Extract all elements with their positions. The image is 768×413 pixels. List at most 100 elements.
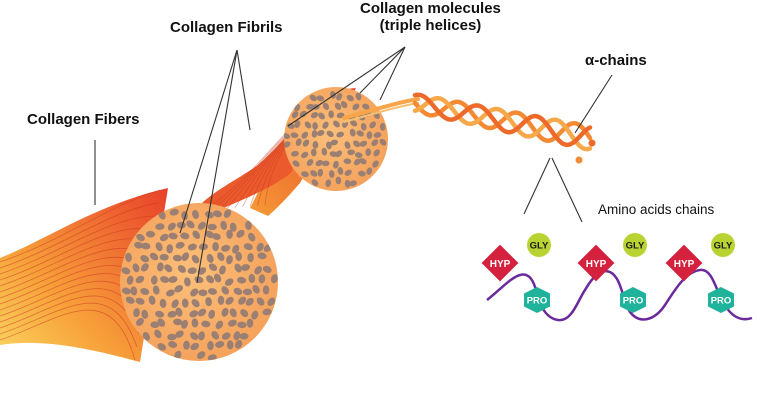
fibril-dot [355,92,362,101]
pointer-fibril-1 [179,49,238,234]
fibril-dot [248,273,256,284]
fibril-dot [258,274,266,284]
hyp-diamond: HYP [665,244,703,282]
fibril-dot [301,171,309,178]
fibril-dot [238,296,247,305]
fibril-dot [242,288,253,296]
fibril-dot [206,253,214,263]
fibril-dot [208,309,216,319]
fibril-dot [226,340,234,350]
fibril-dot [190,342,200,351]
fibril-dot [181,298,189,308]
fibril-dot [233,331,241,341]
fibril-dot [181,252,190,261]
fibril-dot [322,121,329,129]
fibril-dot [232,244,240,254]
fiber-streak [0,309,136,361]
fiber-streak [0,215,157,275]
fibril-dot [239,332,249,340]
fibril-dot [192,210,199,219]
fibril-dot [167,310,177,318]
fibril-dot [167,333,177,341]
fibril-dot [245,220,252,230]
fibril-dot [157,318,166,327]
fibril-dot [309,94,317,102]
fibril-dot [234,263,242,273]
fibril-dot [205,230,214,239]
fibril-dot [180,232,190,240]
fibril-dot [192,230,201,239]
fibril-dot [134,241,144,249]
gly-circle: GLY [527,233,551,257]
fibril-dot [366,131,373,139]
fibril-dot [326,130,334,138]
fibril-dot [326,141,332,150]
fibril-dot [254,266,263,275]
fibril-dot [299,110,307,118]
pro-label: PRO [623,296,644,307]
fibril-dot [186,220,195,229]
fibril-dot [240,309,249,318]
strand-end [588,139,596,147]
fibril-dot [325,179,332,188]
label-alpha-chains: α-chains [585,52,647,69]
label-collagen-molecules: Collagen molecules (triple helices) [360,0,501,34]
pointer-molecule-1 [287,46,406,127]
fibril-dot [149,252,159,261]
fibril-dot [344,141,351,149]
fibril-dot [181,319,188,329]
fibril-dot [310,111,319,119]
hyp-diamond: HYP [481,244,519,282]
fibril-dot [223,209,232,218]
fibril-dot [198,331,205,341]
fibril-dot [189,310,199,318]
label-amino-acids-chains: Amino acids chains [598,202,715,217]
hyp-label: HYP [586,259,607,270]
fibril-dot [228,319,237,327]
fibril-dot [301,151,309,159]
fibril-dot [347,149,355,156]
fibril-dot [157,262,164,272]
pointer-fibril-3 [236,49,251,131]
fibril-dot [344,179,351,188]
fibril-dot [267,297,276,306]
fibril-dot [262,285,270,295]
fibril-dot [369,121,377,129]
fibril-dot [321,160,330,167]
fibril-dot [333,160,339,169]
fibril-dot [160,276,170,283]
fibril-dot [312,122,318,130]
fibril-dot [371,139,379,146]
fibril-dot [310,170,318,177]
fibril-dot [346,94,354,102]
pointer-alpha-chains [574,74,613,134]
fibril-dot [136,317,144,326]
fibril-dot [256,297,265,306]
fibril-dot [217,295,225,305]
fibril-dot [221,244,231,252]
fibril-dot [190,288,199,297]
fibril-dot [172,254,183,262]
label-collagen-fibrils: Collagen Fibrils [170,19,283,36]
fibril-dot [140,263,149,272]
fibril-dot [292,160,300,167]
fibril-dot [237,321,247,329]
fibril-dot [243,243,253,251]
fibril-dot [349,180,357,187]
fibril-dot [148,295,156,305]
fibril-dot [121,267,131,275]
fibril-dot [141,242,151,250]
fibril-dot [169,208,179,216]
fibril-dot [217,252,225,261]
fibril-dot [135,275,145,284]
gly-circle: GLY [711,233,735,257]
fibril-dot [317,168,324,177]
fibril-dot [226,229,233,239]
fibril-dot [220,220,228,230]
fibril-dot [198,289,208,297]
fibril-dot [211,331,220,340]
gly-label: GLY [530,241,549,252]
fibril-dot [184,277,191,287]
fibril-dot [229,222,237,232]
